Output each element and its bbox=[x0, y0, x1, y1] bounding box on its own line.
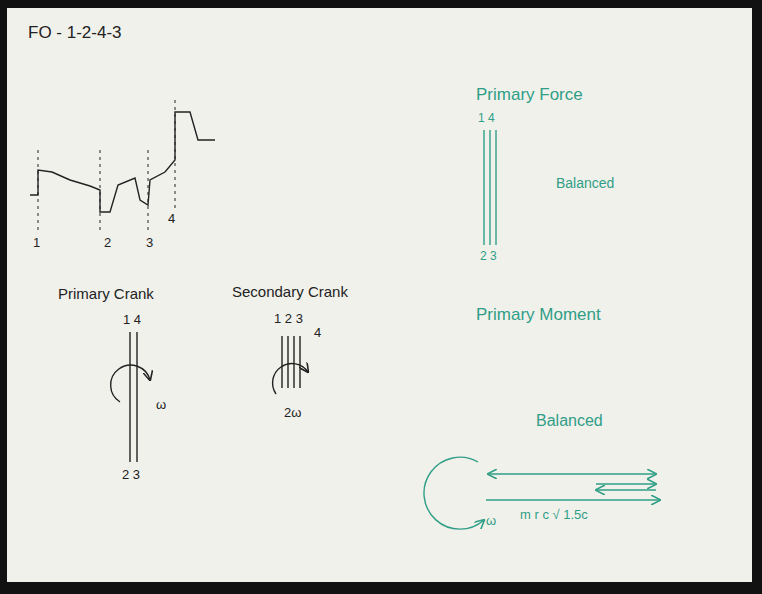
board bbox=[7, 8, 752, 582]
formula: m r c √ 1.5c bbox=[520, 508, 588, 522]
speed-label: 2ω bbox=[284, 406, 301, 420]
cylinder-number: 2 3 bbox=[122, 468, 140, 482]
heading: FO - 1-2-4-3 bbox=[28, 24, 122, 43]
result-label: Balanced bbox=[536, 412, 603, 430]
section-title: Secondary Crank bbox=[232, 284, 348, 301]
cylinder-number: 1 bbox=[33, 236, 40, 250]
primary-crank bbox=[111, 332, 150, 462]
torque-waveform bbox=[30, 100, 215, 232]
cylinder-number: 2 bbox=[104, 236, 111, 250]
cylinder-number: 4 bbox=[314, 326, 321, 340]
cylinder-number: 3 bbox=[146, 236, 153, 250]
result-label: Balanced bbox=[556, 176, 614, 191]
cylinder-number: 4 bbox=[168, 212, 175, 226]
section-title: Primary Crank bbox=[58, 286, 154, 303]
speed-label: ω bbox=[156, 398, 166, 412]
section-title: Primary Force bbox=[476, 86, 583, 105]
cylinder-number: 2 3 bbox=[480, 250, 497, 263]
cylinder-number: 1 4 bbox=[478, 112, 495, 125]
cylinder-number: 1 2 3 bbox=[274, 312, 303, 326]
moment-diagram bbox=[424, 457, 660, 529]
cylinder-number: 1 4 bbox=[123, 313, 141, 327]
speed-label: ω bbox=[486, 514, 496, 528]
secondary-crank bbox=[273, 336, 308, 394]
primary-force-cranks bbox=[484, 130, 496, 245]
section-title: Primary Moment bbox=[476, 306, 601, 325]
